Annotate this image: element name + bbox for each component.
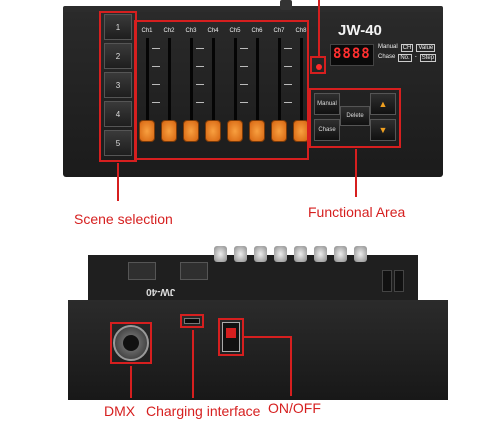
callout-functional-area: Functional Area <box>308 204 406 220</box>
fader-knob-rear <box>274 246 287 262</box>
fader-knob-7[interactable] <box>271 120 287 142</box>
model-title: JW-40 <box>338 22 382 39</box>
functional-leader-line <box>355 149 357 197</box>
scale-tick <box>196 84 204 85</box>
scale-tick <box>284 66 292 67</box>
fader-track <box>300 38 303 128</box>
onoff-highlight <box>218 318 244 356</box>
callout-scene-selection: Scene selection <box>74 211 173 227</box>
fader-track <box>256 38 259 128</box>
scale-tick <box>240 66 248 67</box>
seven-segment-display: 8888 <box>333 46 371 62</box>
fader-track <box>146 38 149 128</box>
scale-tick <box>284 102 292 103</box>
scene-selection-highlight <box>99 11 137 162</box>
up-arrow-button[interactable]: ▲ <box>370 93 396 115</box>
scale-tick <box>196 66 204 67</box>
fader-track <box>278 38 281 128</box>
fader-track <box>168 38 171 128</box>
dmx-highlight <box>110 322 152 364</box>
fader-knob-4[interactable] <box>205 120 221 142</box>
fader-knob-rear <box>294 246 307 262</box>
fader-track <box>212 38 215 128</box>
scale-tick <box>240 84 248 85</box>
legend-ch: CH <box>400 44 414 52</box>
scale-tick <box>152 48 160 49</box>
callout-onoff: ON/OFF <box>268 400 321 416</box>
rear-button <box>180 262 208 280</box>
scale-tick <box>284 84 292 85</box>
fader-knob-5[interactable] <box>227 120 243 142</box>
fader-area-highlight <box>134 20 309 160</box>
scene-leader-line <box>117 163 119 201</box>
rear-button <box>128 262 156 280</box>
fader-knob-1[interactable] <box>139 120 155 142</box>
legend-step: Step <box>419 54 437 62</box>
channel-label-1: Ch1 <box>141 28 153 34</box>
scale-tick <box>196 102 204 103</box>
legend-value: Value <box>416 44 436 52</box>
fader-track <box>190 38 193 128</box>
legend-manual: Manual <box>378 44 398 50</box>
scale-tick <box>284 48 292 49</box>
fader-knob-rear <box>314 246 327 262</box>
fader-knob-3[interactable] <box>183 120 199 142</box>
legend-dash: - <box>414 54 417 60</box>
scene-button-1[interactable]: 1 <box>104 14 132 40</box>
legend-no: No. <box>398 54 412 62</box>
fader-knob-6[interactable] <box>249 120 265 142</box>
switch-rocker-icon <box>226 328 236 338</box>
scene-button-rear <box>394 270 404 292</box>
fader-knob-rear <box>334 246 347 262</box>
channel-label-4: Ch4 <box>207 28 219 34</box>
fader-knob-rear <box>354 246 367 262</box>
power-led-icon <box>316 64 322 70</box>
fader-knob-rear <box>234 246 247 262</box>
controller-top-edge <box>63 6 443 16</box>
charging-highlight <box>180 314 204 328</box>
fader-knob-rear <box>254 246 267 262</box>
scene-button-5[interactable]: 5 <box>104 130 132 156</box>
rear-model-label: JW-40 <box>146 286 176 297</box>
usb-port-icon[interactable] <box>184 318 200 324</box>
onoff-leader-horizontal <box>244 336 292 338</box>
scale-tick <box>152 66 160 67</box>
scale-tick <box>152 102 160 103</box>
delete-button[interactable]: Delete <box>340 106 370 126</box>
scale-tick <box>240 102 248 103</box>
chase-button[interactable]: Chase <box>314 119 340 141</box>
channel-label-8: Ch8 <box>295 28 307 34</box>
antenna-icon <box>280 0 292 10</box>
manual-button[interactable]: Manual <box>314 93 340 115</box>
callout-charging: Charging interface <box>146 403 261 419</box>
scene-button-4[interactable]: 4 <box>104 101 132 127</box>
charging-leader-line <box>192 330 194 398</box>
fader-knob-2[interactable] <box>161 120 177 142</box>
channel-label-7: Ch7 <box>273 28 285 34</box>
functional-area-highlight <box>309 88 401 148</box>
xlr-socket <box>123 335 139 351</box>
dmx-leader-line <box>130 366 132 398</box>
display-panel <box>330 44 374 66</box>
scene-button-3[interactable]: 3 <box>104 72 132 98</box>
callout-dmx: DMX <box>104 403 136 419</box>
scale-tick <box>196 48 204 49</box>
fader-track <box>234 38 237 128</box>
led-highlight <box>310 56 326 74</box>
scale-tick <box>240 48 248 49</box>
channel-label-3: Ch3 <box>185 28 197 34</box>
onoff-leader-vertical <box>290 336 292 396</box>
scene-button-2[interactable]: 2 <box>104 43 132 69</box>
scale-tick <box>152 84 160 85</box>
channel-label-2: Ch2 <box>163 28 175 34</box>
mode-legend: Manual CH Value Chase No. - Step <box>378 44 440 64</box>
channel-label-5: Ch5 <box>229 28 241 34</box>
led-leader-line <box>318 0 320 56</box>
fader-knob-rear <box>214 246 227 262</box>
channel-label-6: Ch6 <box>251 28 263 34</box>
down-arrow-button[interactable]: ▼ <box>370 119 396 141</box>
legend-chase: Chase <box>378 54 396 60</box>
scene-button-rear <box>382 270 392 292</box>
